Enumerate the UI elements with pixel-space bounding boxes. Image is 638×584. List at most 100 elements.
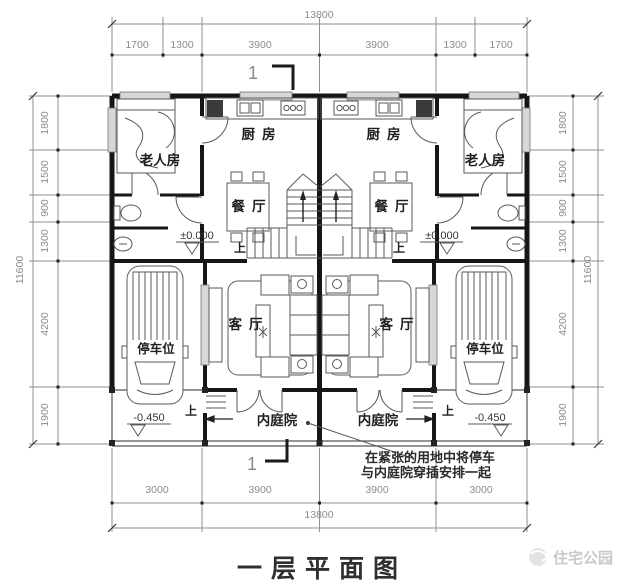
dim-left-total: 11600 — [14, 256, 26, 285]
staircase — [246, 173, 393, 259]
elevation-yard-left: -0.450 — [133, 412, 164, 424]
dim-bottom-total: 13800 — [304, 509, 333, 521]
dim-left-seg-1: 1800 — [39, 111, 51, 135]
section-marks: 1 1 — [247, 63, 295, 474]
dim-top-seg-6: 1700 — [489, 39, 513, 51]
dimension-texts: 13800 1700 1300 3900 3900 1300 1700 3000… — [14, 9, 594, 521]
car-right — [450, 265, 518, 405]
room-label-elder-left: 老人房 — [140, 152, 181, 168]
bathroom-left — [113, 204, 142, 252]
window-icon — [521, 107, 531, 153]
room-label-parking-right: 停车位 — [466, 341, 504, 356]
fridge-icon — [416, 100, 432, 117]
basin-icon — [506, 236, 526, 252]
window-icon — [200, 284, 210, 366]
dim-left-seg-6: 1900 — [39, 403, 51, 427]
dim-left-seg-5: 4200 — [39, 312, 51, 336]
living-room-left — [227, 274, 318, 378]
elevation-triangle-icon — [176, 241, 219, 255]
dim-bottom-seg-4: 3000 — [469, 484, 493, 496]
bed-right — [463, 98, 523, 174]
annotation-line-1: 在紧张的用地中将停车 — [365, 450, 495, 465]
room-label-living-left: 客厅 — [228, 316, 270, 332]
dim-right-total: 11600 — [582, 256, 594, 285]
leader-line — [307, 422, 413, 459]
kitchen-counter-left — [205, 97, 319, 120]
room-labels: 厨房 厨房 老人房 老人房 餐厅 餐厅 客厅 客厅 停车位 停车位 内庭院 内庭… — [137, 126, 505, 428]
dim-top-seg-4: 3900 — [365, 39, 389, 51]
armchair-icon — [260, 356, 290, 378]
dim-left-seg-4: 1300 — [39, 229, 51, 253]
dim-right-seg-3: 900 — [557, 199, 569, 217]
plant-icon — [258, 326, 268, 338]
room-label-kitchen-left: 厨房 — [242, 126, 283, 142]
basin-icon — [113, 236, 133, 252]
sofa-icon — [289, 294, 318, 356]
dim-right-seg-5: 4200 — [557, 312, 569, 336]
dim-right-seg-6: 1900 — [557, 403, 569, 427]
dining-table-right — [369, 171, 413, 243]
drawing-title: 一层平面图 — [237, 555, 407, 583]
dim-top-seg-2: 1300 — [170, 39, 194, 51]
stove-icon — [280, 100, 306, 116]
window-icon — [346, 91, 400, 101]
dim-left-seg-3: 900 — [39, 199, 51, 217]
section-line-icon — [265, 439, 289, 463]
kitchen-counter-right — [320, 97, 434, 120]
elevation-triangle-icon — [127, 423, 171, 437]
room-label-dining-left: 餐厅 — [231, 198, 273, 214]
up-label-stair-right: 上 — [393, 240, 405, 255]
dimension-lines — [28, 17, 604, 533]
dim-right-seg-4: 1300 — [557, 229, 569, 253]
entry-arrow-icon — [406, 415, 435, 423]
watermark-text: 住宅公园 — [553, 549, 613, 567]
toilet-icon — [518, 205, 526, 221]
sink-icon — [236, 99, 264, 117]
dim-top-seg-3: 3900 — [248, 39, 272, 51]
up-label-yard-right: 上 — [442, 403, 454, 418]
sink-icon — [375, 99, 403, 117]
elevation-yard-right: -0.450 — [474, 412, 505, 424]
bed-left — [116, 98, 176, 174]
sofa-icon — [321, 294, 350, 356]
dim-right-seg-2: 1500 — [557, 160, 569, 184]
up-label-stair-left: 上 — [234, 240, 246, 255]
dim-top-seg-5: 1300 — [443, 39, 467, 51]
elevation-ground-right: ±0.000 — [425, 230, 459, 242]
fridge-icon — [207, 100, 223, 117]
elevation-triangle-icon — [420, 241, 463, 255]
furniture — [113, 97, 526, 405]
armchair-icon — [349, 274, 379, 296]
living-room-right — [321, 274, 412, 378]
up-label-yard-left: 上 — [185, 403, 197, 418]
stove-icon — [333, 100, 359, 116]
windows — [107, 91, 531, 366]
elevation-triangle-icon — [468, 423, 512, 437]
door-openings — [132, 116, 507, 224]
room-label-kitchen-right: 厨房 — [367, 126, 408, 142]
room-label-dining-right: 餐厅 — [374, 198, 416, 214]
toilet-icon — [113, 205, 121, 221]
dim-bottom-seg-1: 3000 — [145, 484, 169, 496]
annotation-line-2: 与内庭院穿插安排一起 — [361, 465, 492, 480]
window-icon — [107, 107, 117, 153]
dim-top-seg-1: 1700 — [125, 39, 149, 51]
room-label-elder-right: 老人房 — [465, 152, 506, 168]
car-left — [121, 265, 189, 405]
dim-bottom-seg-3: 3900 — [365, 484, 389, 496]
armchair-icon — [260, 274, 290, 296]
up-arrow-icon — [300, 190, 339, 200]
window-icon — [428, 284, 438, 366]
dimension-ticks — [56, 53, 575, 505]
section-number-top: 1 — [248, 63, 258, 83]
section-number-bottom: 1 — [247, 454, 257, 474]
dim-bottom-seg-2: 3900 — [248, 484, 272, 496]
dim-top-total: 13800 — [304, 9, 333, 21]
annotation: 在紧张的用地中将停车 与内庭院穿插安排一起 — [306, 421, 495, 480]
room-label-parking-left: 停车位 — [137, 341, 175, 356]
dim-right-seg-1: 1800 — [557, 111, 569, 135]
room-label-courtyard-left: 内庭院 — [257, 412, 298, 428]
bathroom-right — [497, 204, 526, 252]
